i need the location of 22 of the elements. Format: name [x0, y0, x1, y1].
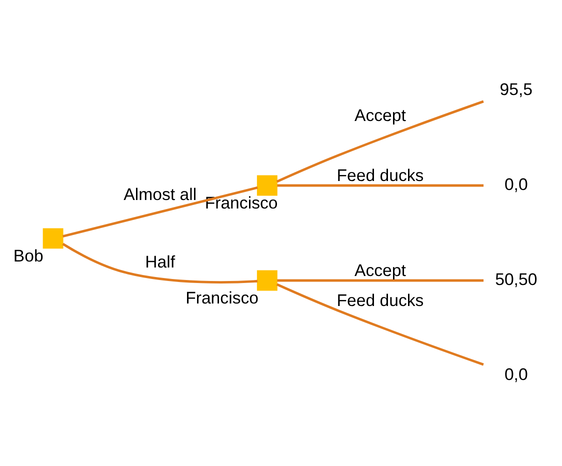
- node-label: Bob: [13, 246, 44, 266]
- connector: [277, 184, 484, 187]
- connector: [62, 186, 258, 238]
- edge-label: Accept: [354, 260, 406, 280]
- node-box: [256, 175, 278, 196]
- edge-label: Feed ducks: [336, 291, 424, 310]
- node-label: Francisco: [186, 288, 259, 308]
- connector: [62, 242, 258, 284]
- node-text: 50,50: [495, 270, 538, 289]
- connector: [277, 279, 484, 282]
- edge-label: Half: [145, 252, 176, 272]
- connector: [276, 283, 484, 366]
- node-text: 0,0: [504, 364, 528, 384]
- node-text: 95,5: [500, 80, 533, 99]
- edge-label: Accept: [354, 106, 406, 125]
- node-text: 0,0: [504, 174, 528, 194]
- node-box: [256, 270, 278, 291]
- edge-label: Feed ducks: [336, 166, 424, 185]
- node-box: [42, 228, 64, 249]
- node-label: Francisco: [204, 194, 278, 213]
- edge-label: Almost all: [124, 185, 197, 204]
- connector: [276, 100, 484, 183]
